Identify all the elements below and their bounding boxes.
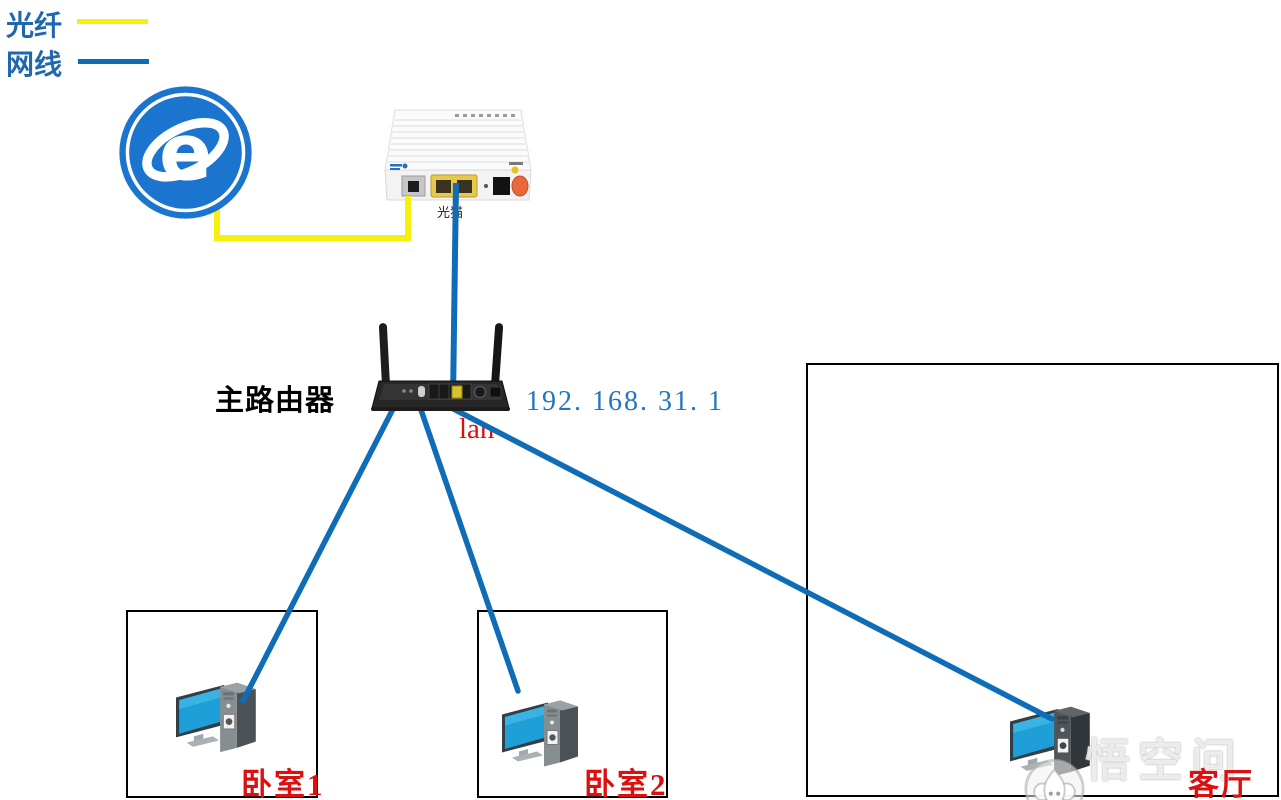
bedroom2-label: 卧室2 (584, 767, 668, 800)
living-room-computer-icon (1010, 706, 1090, 777)
router-wan-port (451, 385, 463, 399)
bedroom2-computer-icon (502, 700, 578, 767)
router-antenna-left (378, 323, 390, 386)
internet-explorer-icon: e (118, 85, 253, 225)
router-label: 主路由器 (215, 385, 336, 417)
modem-right-logo (509, 162, 523, 174)
ethernet-legend-swatch (78, 59, 149, 64)
legend-ethernet-label: 网线 (6, 50, 63, 81)
router-ip-label: 192. 168. 31. 1 (526, 386, 724, 417)
main-router (368, 320, 514, 419)
watermark: 悟空问答 (1024, 724, 1281, 800)
bedroom1-label: 卧室1 (241, 767, 325, 800)
legend-fiber-label: 光纤 (6, 11, 63, 42)
optical-modem-icon (384, 109, 532, 201)
main-router-icon (371, 323, 510, 411)
watermark-text: 悟空问答 (1085, 735, 1245, 786)
wukong-logo-icon (1024, 758, 1085, 800)
fiber-legend-swatch (77, 19, 148, 24)
living-room-label: 客厅 (1188, 767, 1254, 800)
optical-modem (383, 106, 533, 211)
bedroom1-computer-icon (176, 682, 256, 753)
router-antenna-right (491, 323, 504, 386)
svg-text:e: e (159, 108, 212, 199)
modem-label: 光猫 (437, 205, 464, 220)
